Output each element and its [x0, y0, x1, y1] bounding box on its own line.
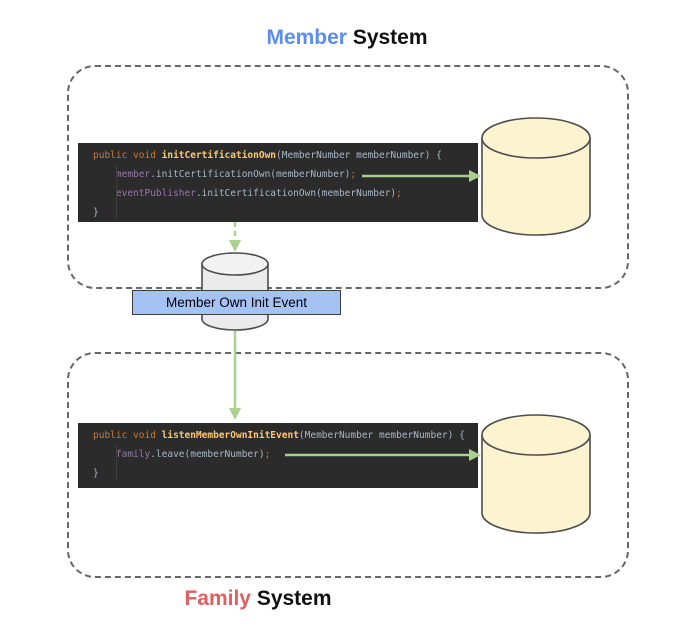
member-system-boundary [67, 65, 629, 289]
family-system-title-rest: System [250, 587, 332, 610]
indent-guide [116, 445, 117, 481]
family-listener-code-block: public void listenMemberOwnInitEvent(Mem… [78, 423, 478, 488]
member-publisher-code-block: public void initCertificationOwn(MemberN… [78, 143, 478, 222]
code-line: member.initCertificationOwn(memberNumber… [93, 169, 357, 180]
member-system-title-rest: System [346, 26, 428, 49]
code-line: eventPublisher.initCertificationOwn(memb… [93, 188, 402, 199]
family-system-boundary [67, 352, 629, 578]
code-line: } [93, 468, 99, 479]
member-system-title: Member System [0, 26, 694, 50]
event-name-text: Member Own Init Event [165, 295, 308, 310]
member-system-title-highlight: Member [266, 26, 347, 49]
family-system-title: Family System [0, 587, 516, 611]
code-line: family.leave(memberNumber); [93, 449, 271, 460]
event-name-label: Member Own Init Event [132, 290, 341, 315]
family-system-title-highlight: Family [184, 587, 251, 610]
code-line: public void initCertificationOwn(MemberN… [93, 150, 442, 161]
code-line: public void listenMemberOwnInitEvent(Mem… [93, 430, 465, 441]
code-line: } [93, 207, 99, 218]
indent-guide [116, 165, 117, 219]
